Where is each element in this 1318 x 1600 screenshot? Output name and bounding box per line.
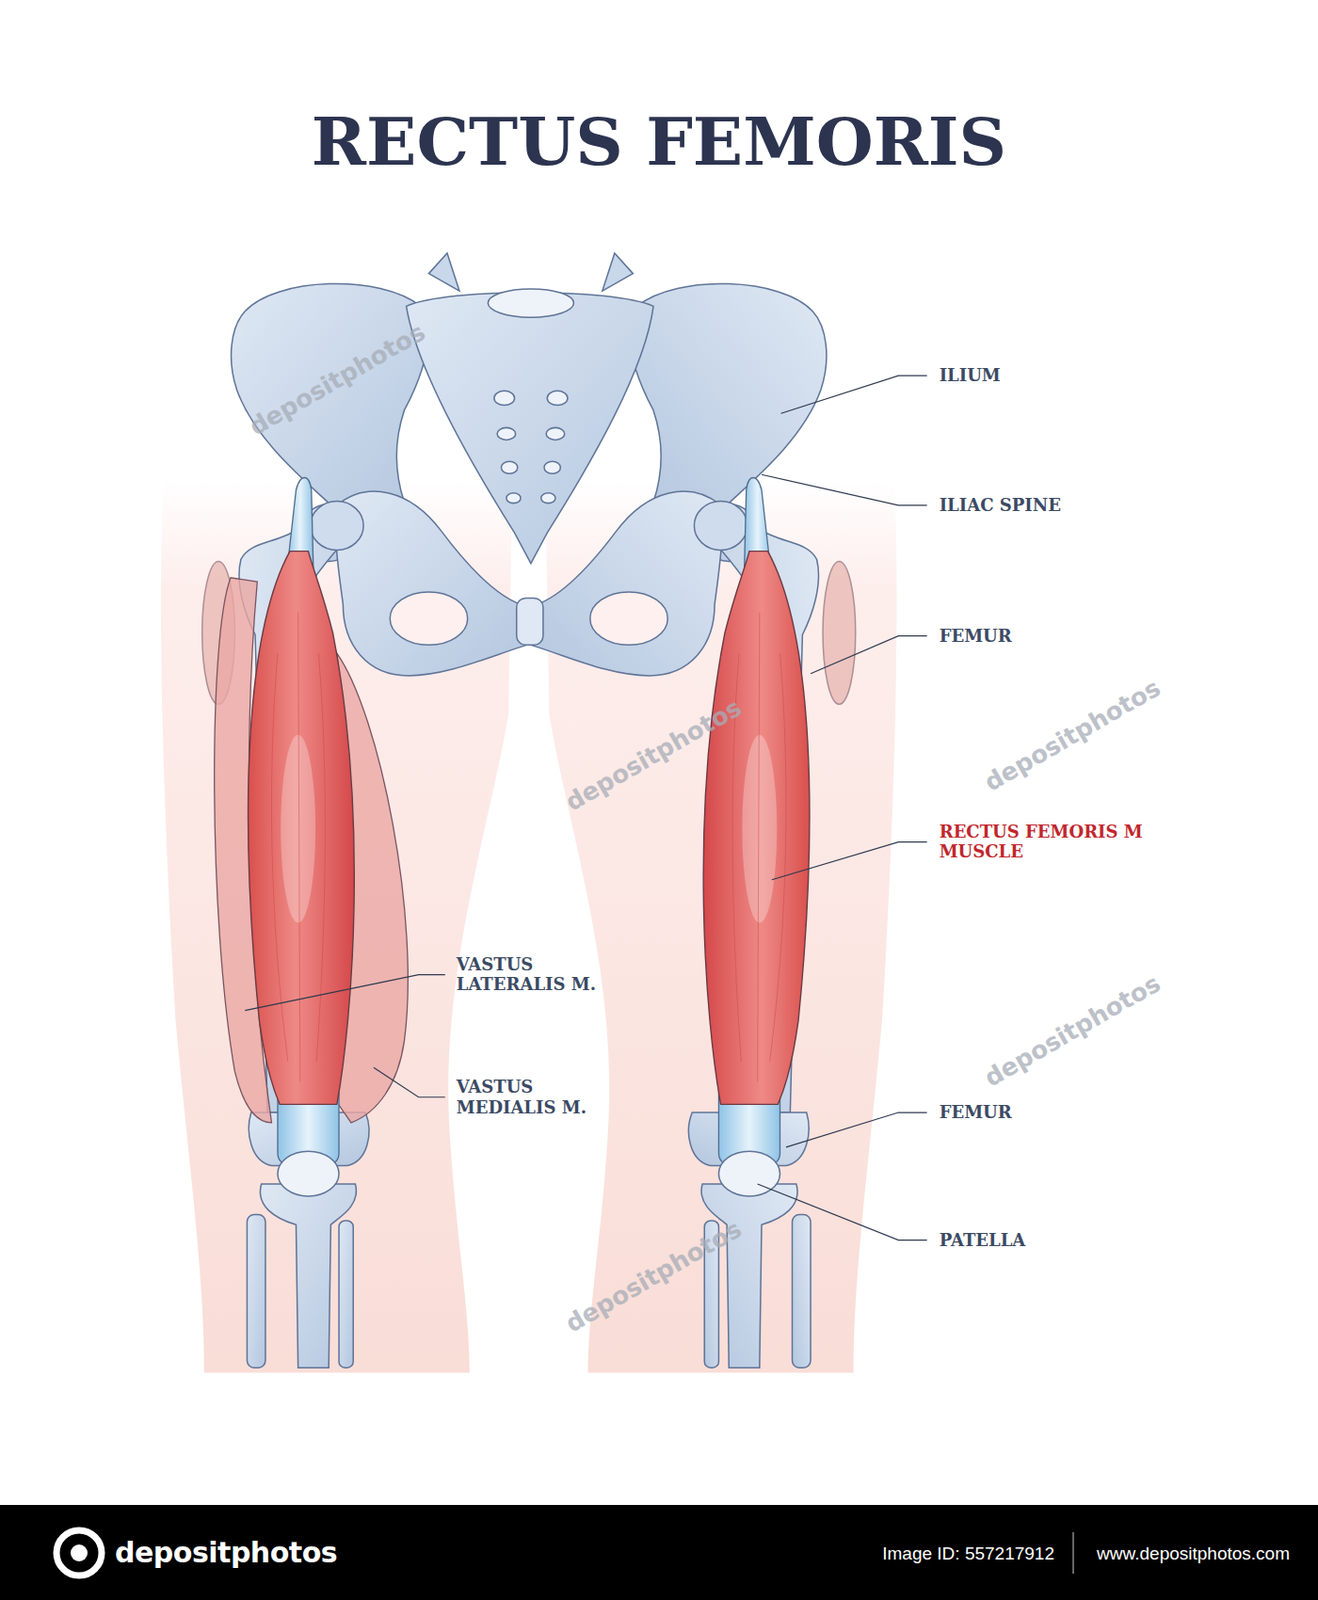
part-label: ILIUM — [939, 365, 1001, 386]
site-url: www.depositphotos.com — [1096, 1544, 1290, 1563]
logo-text: depositphotos — [114, 1539, 338, 1568]
part-label: PATELLA — [939, 1230, 1027, 1252]
part-label: FEMUR — [939, 1102, 1013, 1124]
part-label: VASTUS MEDIALIS M. — [456, 1076, 627, 1118]
leg-skin — [160, 480, 513, 1374]
footer-bar — [0, 1505, 1318, 1600]
part-label: ILIAC SPINE — [939, 495, 1061, 516]
leader-lines — [244, 375, 927, 1241]
leg-bones — [202, 504, 370, 1368]
part-label: RECTUS FEMORIS M MUSCLE — [939, 821, 1157, 863]
anatomy-drawing — [160, 253, 928, 1374]
part-label: VASTUS LATERALIS M. — [456, 954, 627, 996]
rectus-femoris-muscle — [248, 478, 355, 1197]
part-label: FEMUR — [939, 626, 1013, 647]
watermark: depositphotos — [980, 675, 1164, 796]
watermark: depositphotos — [980, 970, 1164, 1092]
sacrum — [406, 253, 654, 645]
title: RECTUS FEMORIS — [0, 105, 1318, 178]
image-id: Image ID: 557217912 — [882, 1544, 1055, 1563]
